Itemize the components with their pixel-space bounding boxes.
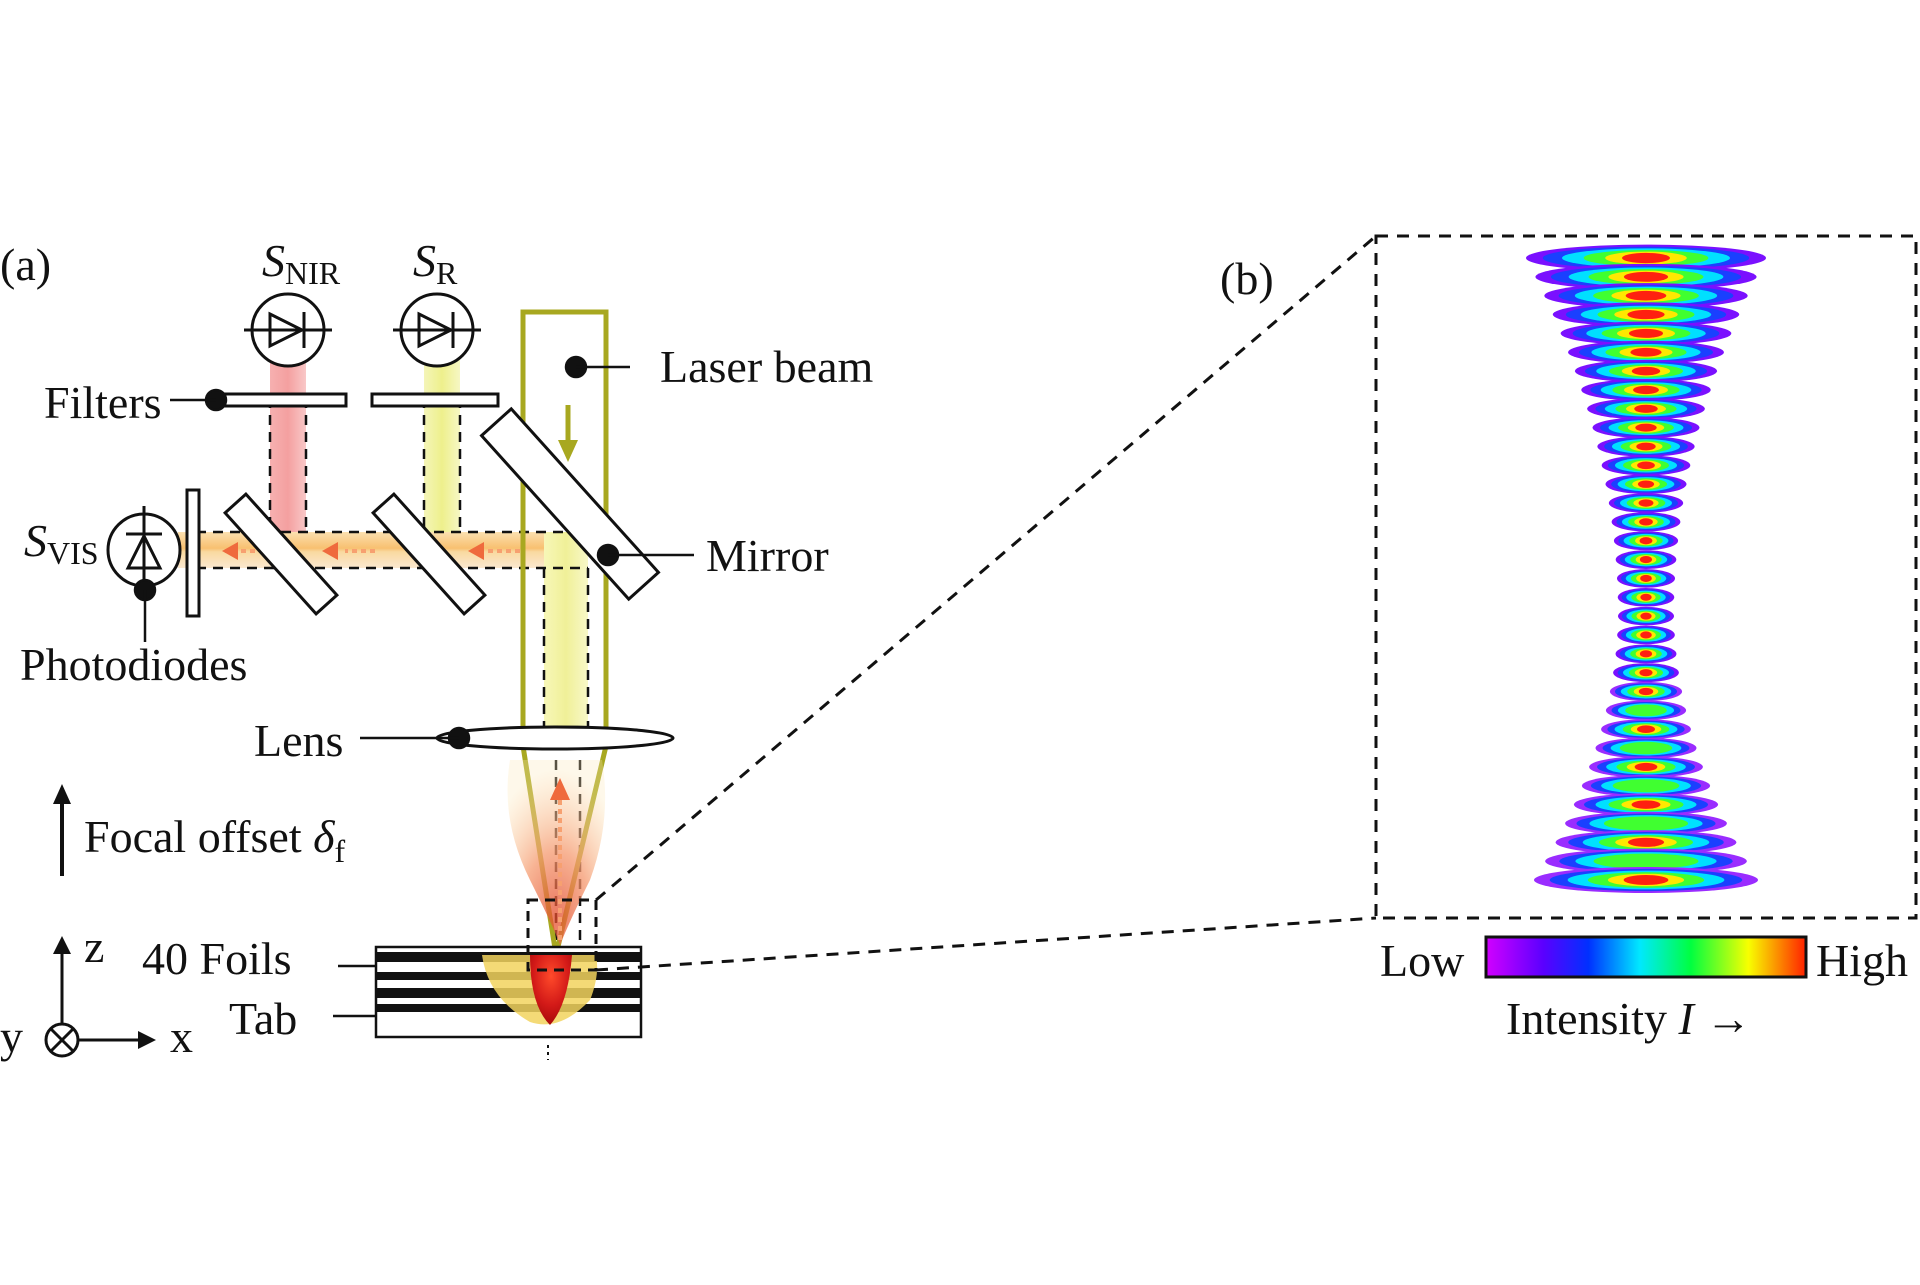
axis-y-label: y [0, 1011, 23, 1062]
mirror-label: Mirror [706, 530, 829, 581]
r-beam [424, 358, 460, 538]
caustic-slice [1637, 480, 1655, 488]
emission-arrows [222, 542, 520, 560]
filter-nir [220, 392, 348, 408]
laser-arrow-head [558, 440, 578, 462]
melt-pool [530, 955, 572, 1025]
callouts [133, 355, 694, 1028]
foil-stack [374, 898, 643, 1060]
zoom-box [526, 898, 598, 972]
caustic-slice [1631, 800, 1661, 809]
beam-caustic [1526, 244, 1766, 894]
caustic-slice [1623, 875, 1669, 885]
caustic-slice [1638, 499, 1654, 507]
caustic-slice [1627, 309, 1665, 320]
filters-label: Filters [44, 377, 162, 428]
caustic-slice [1631, 366, 1661, 376]
focal-offset-label: Focal offset δf [84, 811, 346, 869]
laser-beam-label: Laser beam [660, 341, 873, 392]
beam-splitter-nir [222, 491, 340, 617]
caustic-slice [1630, 347, 1662, 357]
photodiodes-label: Photodiodes [20, 639, 247, 690]
panel-a: (a) [0, 235, 873, 1062]
caustic-slice [1634, 404, 1658, 413]
caustic-slice [1635, 423, 1657, 432]
caustic-slice [1640, 631, 1652, 639]
sensor-vis-label: SVIS [24, 515, 99, 571]
colorbar-caption: Intensity I → [1506, 993, 1751, 1044]
plume-arrow-head [550, 778, 570, 800]
caustic-slice [1593, 853, 1699, 869]
caustic-slice [1625, 704, 1667, 717]
colorbar-high-label: High [1816, 935, 1908, 986]
horizontal-beam [178, 532, 588, 568]
vertical-beam [544, 532, 588, 732]
focal-offset-arrow-head [53, 784, 71, 804]
caustic-slice [1612, 779, 1680, 793]
caustic-slice [1619, 741, 1673, 755]
lens-label: Lens [254, 715, 343, 766]
caustic-slice [1640, 612, 1652, 620]
caustic-slice [1637, 725, 1655, 734]
caustic-slice [1639, 537, 1653, 545]
panel-b: (b) Low High Intensity I → [1220, 234, 1918, 1044]
coordinate-axes [44, 936, 156, 1058]
axis-x-label: x [170, 1011, 193, 1062]
caustic-slice [1640, 593, 1652, 601]
panel-a-tag: (a) [0, 239, 51, 290]
filter-vis [185, 488, 201, 618]
caustic-slice [1639, 650, 1653, 658]
caustic-slice [1640, 574, 1652, 582]
caustic-slice [1633, 385, 1659, 395]
panel-b-tag: (b) [1220, 253, 1274, 304]
sensor-nir-label: SNIR [262, 235, 341, 291]
colorbar-low-label: Low [1380, 935, 1465, 986]
sensor-r-label: SR [413, 235, 458, 291]
axis-z-label: z [84, 921, 104, 972]
caustic-slice [1627, 837, 1665, 847]
beam-splitter-r [370, 491, 488, 617]
caustic-slice [1603, 816, 1689, 831]
foils-label: 40 Foils [142, 933, 292, 984]
filter-r [370, 392, 500, 408]
caustic-slice [1636, 442, 1656, 451]
caustic-slice [1634, 762, 1658, 771]
photodiode-nir [244, 292, 332, 368]
photodiode-r [393, 292, 481, 368]
tab-label: Tab [229, 993, 297, 1044]
caustic-slice [1639, 669, 1653, 677]
caustic-slice [1622, 252, 1670, 264]
caustic-slice [1628, 328, 1664, 338]
lens [435, 725, 675, 751]
caustic-slice [1638, 687, 1654, 696]
caustic-slice [1625, 290, 1667, 301]
caustic-slice [1637, 461, 1655, 470]
nir-beam [270, 358, 306, 538]
colorbar [1484, 935, 1808, 979]
caustic-slice [1639, 518, 1653, 526]
zoom-connectors [595, 234, 1377, 972]
caustic-slice [1623, 271, 1669, 282]
caustic-slice [1639, 556, 1653, 564]
